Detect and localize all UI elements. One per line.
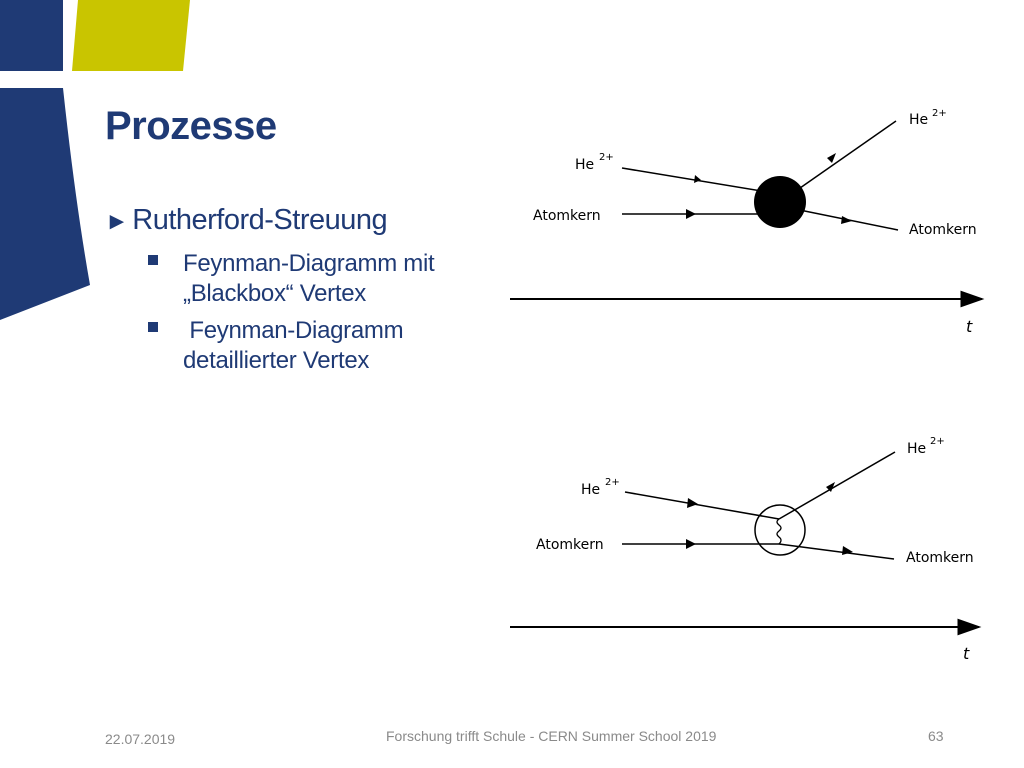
square-bullet-icon [148,255,158,265]
bottom-he-in-label: He [581,482,600,498]
bottom-he-out-label: He [907,441,926,457]
sub-bullet-2-line2: detaillierter Vertex [183,347,370,374]
bottom-nucleus-out-arrow-icon [842,546,853,555]
top-nucleus-in-arrow-icon [686,209,696,219]
bottom-nucleus-out-label: Atomkern [906,550,974,566]
bottom-he-in-line [624,491,780,520]
top-he-in-charge: 2+ [599,152,614,163]
top-nucleus-in-label: Atomkern [533,208,601,224]
top-he-in-arrow-icon [694,175,701,183]
bottom-nucleus-in-label: Atomkern [536,537,604,553]
square-bullet-icon [148,322,158,332]
footer-title: Forschung trifft Schule - CERN Summer Sc… [386,728,717,744]
bottom-nucleus-out-line [778,543,895,560]
sub-bullet-2-line1: Feynman-Diagramm [183,317,404,344]
bottom-he-in-charge: 2+ [605,477,620,488]
top-he-in-line [621,167,781,195]
navy-square-shape [0,0,63,71]
diagram-bottom: He 2+ Atomkern He 2+ Atomkern t [510,436,982,663]
bullet-main-text: Rutherford-Streuung [132,204,388,236]
bullet-main: ►Rutherford-Streuung [105,204,388,237]
top-blackbox-vertex [754,176,806,228]
top-time-label: t [966,317,973,336]
lime-parallelogram-shape [72,0,190,71]
bottom-he-out-charge: 2+ [930,436,945,447]
slide-title: Prozesse [105,104,277,148]
feynman-diagrams: He 2+ Atomkern He 2+ Atomkern t He 2+ At… [510,108,985,663]
bottom-photon-wavy-line [776,518,782,545]
top-he-out-arrow-icon [827,153,836,163]
footer-date: 22.07.2019 [105,731,176,747]
bottom-time-label: t [963,644,970,663]
diagram-top: He 2+ Atomkern He 2+ Atomkern t [510,108,985,336]
bottom-he-in-arrow-icon [687,498,698,508]
top-nucleus-out-label: Atomkern [909,222,977,238]
bottom-he-out-line [778,451,896,520]
bottom-detailed-vertex [754,504,806,556]
top-he-out-charge: 2+ [932,108,947,119]
corner-decoration [0,0,190,320]
top-he-out-label: He [909,112,928,128]
sub-bullet-1-line2: „Blackbox“ Vertex [183,280,366,307]
triangle-bullet-icon: ► [105,208,129,235]
bottom-nucleus-in-arrow-icon [686,539,696,549]
bottom-he-out-arrow-icon [826,482,835,492]
navy-curve-shape [0,88,90,320]
top-nucleus-out-arrow-icon [841,216,852,224]
footer-page-number: 63 [928,728,944,744]
sub-bullet-1-line1: Feynman-Diagramm mit [183,250,435,277]
top-he-in-label: He [575,157,594,173]
